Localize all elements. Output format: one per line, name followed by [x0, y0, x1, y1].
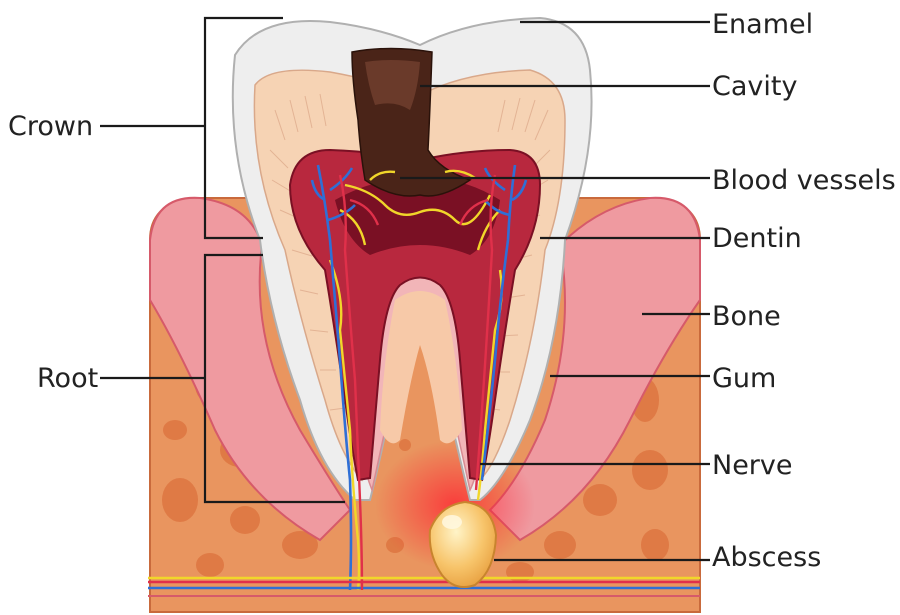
label-root: Root	[37, 363, 98, 394]
label-dentin: Dentin	[712, 223, 802, 254]
label-cavity: Cavity	[712, 71, 797, 102]
label-nerve: Nerve	[712, 450, 793, 481]
label-bone: Bone	[712, 301, 781, 332]
crown-bracket	[203, 16, 283, 240]
label-blood-vessels: Blood vessels	[712, 165, 896, 196]
gum-left	[149, 196, 352, 542]
blood-vessels-red	[148, 174, 700, 591]
label-enamel: Enamel	[712, 9, 813, 40]
label-abscess: Abscess	[712, 542, 821, 573]
gum-right	[488, 196, 701, 542]
cavity-highlight	[365, 60, 420, 110]
label-gum: Gum	[712, 363, 776, 394]
blood-vessels-blue	[148, 164, 700, 591]
inner-root-core	[380, 291, 462, 444]
label-crown: Crown	[8, 111, 93, 142]
abscess-highlight	[442, 515, 462, 529]
